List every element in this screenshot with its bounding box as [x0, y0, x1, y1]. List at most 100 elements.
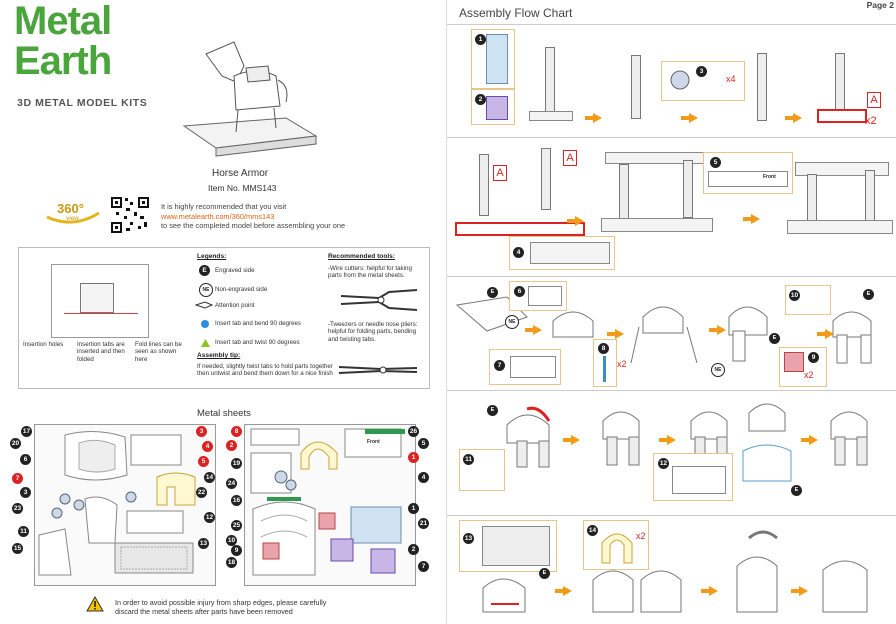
step-6-part — [528, 286, 562, 306]
step-10-box: 10 — [785, 285, 831, 315]
pointer-line — [64, 313, 138, 314]
non-engraved-marker-3b: NE — [711, 363, 725, 377]
marker-a-1: A — [867, 92, 881, 108]
sheet-left-num-20: 20 — [10, 438, 21, 449]
legends-heading: Legends: — [197, 253, 227, 260]
step-6-box: 6 — [509, 281, 567, 311]
pillar-left-2c — [807, 174, 817, 226]
sheet-left-parts — [38, 431, 196, 576]
qr-code[interactable] — [110, 196, 150, 234]
non-engraved-symbol-icon: NE — [199, 283, 213, 297]
sheet-left-num-15: 15 — [12, 543, 23, 554]
step-5-box: 5 Front — [703, 152, 793, 194]
step-3-part-icon — [670, 70, 690, 90]
sheet-left-num-3a: 3 — [196, 426, 207, 437]
sheet-left-num-11: 11 — [18, 526, 29, 537]
swoosh-icon — [46, 211, 100, 224]
flow-arrow-1 — [585, 113, 602, 123]
step-7-box: 7 — [489, 349, 561, 385]
engraved-symbol-icon: E — [199, 265, 210, 276]
legend-engraved-text: Engraved side — [215, 267, 255, 274]
sheet-left-num-12: 12 — [204, 512, 215, 523]
view-360-badge[interactable]: 360° view — [44, 201, 102, 225]
pillar-right-2 — [541, 148, 551, 210]
flow-arrow-9 — [817, 329, 834, 339]
legend-bend-text: Insert tab and bend 90 degrees — [215, 320, 302, 327]
step-5-front-label: Front — [763, 174, 776, 180]
sheet-right-num-9: 9 — [231, 545, 242, 556]
sheet-left-num-17: 17 — [21, 426, 32, 437]
sheet-right-num-5: 5 — [418, 438, 429, 449]
sheet-right-num-18: 18 — [226, 557, 237, 568]
flow-row-5: 13 E 14 x2 — [447, 515, 896, 624]
step-3-quantity: x4 — [726, 74, 736, 84]
row-3-illustrations — [455, 291, 872, 364]
flow-row-1: 1 2 3 x4 A x2 — [447, 24, 896, 137]
fold-diagram — [51, 264, 149, 338]
marker-a-3: A — [563, 150, 577, 166]
step-7-number: 7 — [494, 360, 505, 371]
step-11-number: 11 — [463, 454, 474, 465]
hand-pointer-icon — [195, 301, 213, 309]
pillar-right-2b — [683, 160, 693, 218]
label-fold-lines: Fold lines can be seen as shown here — [135, 341, 182, 363]
pillar-left-2b — [619, 164, 629, 222]
step-1-box: 1 — [471, 29, 515, 89]
quantity-x2-1: x2 — [865, 115, 877, 127]
info-box: Insertion holes Insertion tabs are inser… — [18, 247, 430, 389]
green-triangle-icon — [201, 339, 210, 347]
assembly-tip-text: If needed, slightly twist tabs to hold p… — [197, 363, 333, 378]
step-3-number: 3 — [696, 66, 707, 77]
sheet-right-num-19: 19 — [231, 458, 242, 469]
sheet-right-num-10: 10 — [226, 535, 237, 546]
step-13-part — [482, 526, 550, 566]
flow-arrow-4 — [567, 216, 584, 226]
sheet-right-num-4: 4 — [418, 472, 429, 483]
visit-url-link[interactable]: www.metalearth.com/360/mms143 — [161, 211, 275, 221]
sheet-right-num-8: 8 — [231, 426, 242, 437]
engraved-marker-3b: E — [769, 333, 780, 344]
long-base-red — [455, 222, 585, 236]
horse-armor-model-illustration — [182, 41, 318, 157]
step-9-part — [784, 352, 804, 372]
step-8-box: 8 — [593, 339, 617, 387]
label-insertion-tabs: Insertion tabs are inserted and then fol… — [77, 341, 125, 363]
model-name: Horse Armor — [212, 168, 269, 179]
flow-arrow-8 — [709, 325, 726, 335]
warning-line1: In order to avoid possible injury from s… — [115, 598, 327, 607]
step-2-number: 2 — [475, 94, 486, 105]
metal-sheet-right: Front — [244, 424, 416, 586]
top-plate — [605, 152, 711, 164]
visit-notice: It is highly recommended that you visit … — [161, 202, 345, 231]
flow-row-4: E 11 12 E — [447, 390, 896, 515]
flow-arrow-10 — [563, 435, 580, 445]
assembly-flow-page: Assembly Flow Chart Page 2 1 2 3 x4 A x2 — [447, 0, 896, 623]
step-8-part — [603, 356, 606, 382]
step-7-part — [510, 356, 556, 378]
flow-arrow-7 — [607, 329, 624, 339]
visit-line1: It is highly recommended that you visit — [161, 202, 287, 211]
sheet-left-num-6: 6 — [20, 454, 31, 465]
flow-arrow-14 — [701, 586, 718, 596]
step-12-part — [672, 466, 726, 494]
step-3-box: 3 x4 — [661, 61, 745, 101]
flow-arrow-15 — [791, 586, 808, 596]
step-13-box: 13 — [459, 520, 557, 572]
step-9-number: 9 — [808, 352, 819, 363]
pliers-text: -Tweezers or needle nose pliers: helpful… — [328, 321, 418, 343]
blue-dot-icon — [201, 320, 209, 328]
sheet-right-num-1b: 1 — [408, 503, 419, 514]
brand-logo-line1: Metal — [14, 0, 112, 43]
wire-cutters-text: -Wire cutters: helpful for taking parts … — [328, 265, 412, 280]
warning-notice: In order to avoid possible injury from s… — [115, 598, 326, 616]
sheet-right-num-2b: 2 — [408, 544, 419, 555]
step-2-box: 2 — [471, 89, 515, 125]
flow-arrow-6 — [525, 325, 542, 335]
sheet-right-num-21: 21 — [418, 518, 429, 529]
quantity-x2-8: x2 — [617, 359, 627, 369]
brand-logo-line2: Earth — [14, 39, 112, 83]
sheet-left-num-14: 14 — [204, 472, 215, 483]
flow-arrow-3 — [785, 113, 802, 123]
step-10-number: 10 — [789, 290, 800, 301]
step-1-number: 1 — [475, 34, 486, 45]
